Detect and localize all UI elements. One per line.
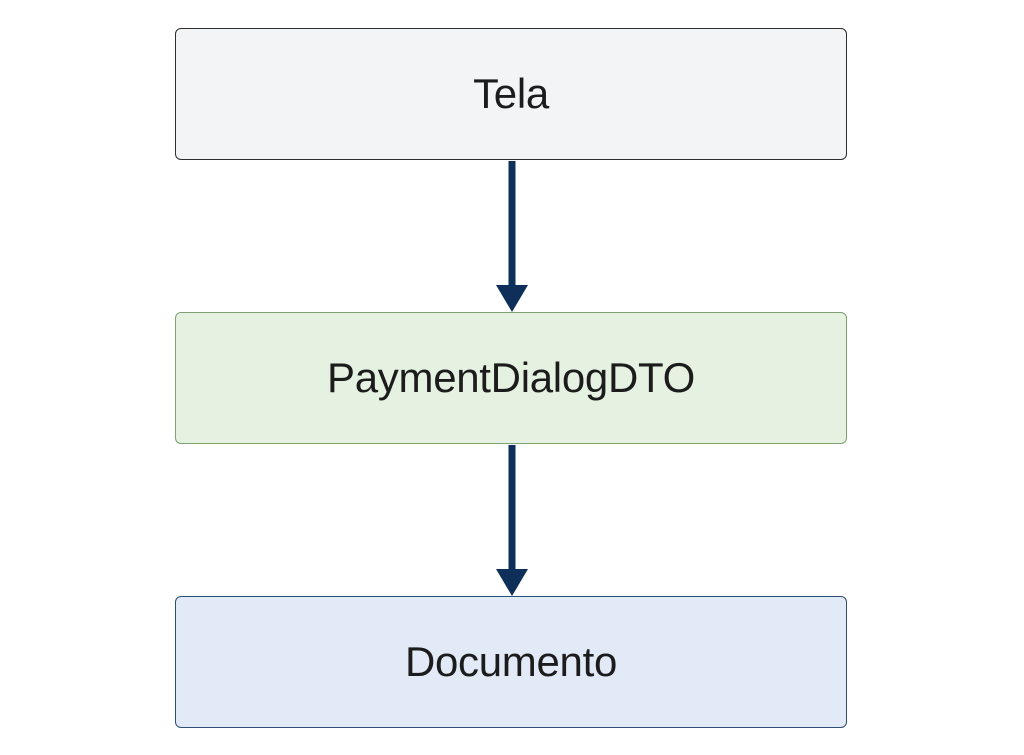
arrow-paymentdialogdto-to-documento bbox=[496, 445, 528, 596]
node-tela: Tela bbox=[175, 28, 847, 160]
node-label-documento: Documento bbox=[404, 638, 618, 685]
node-label-paymentdialogdto: PaymentDialogDTO bbox=[327, 354, 695, 401]
node-documento: Documento bbox=[175, 596, 847, 728]
arrow-tela-to-paymentdialogdto bbox=[496, 161, 528, 312]
node-paymentdialogdto: PaymentDialogDTO bbox=[175, 312, 847, 444]
node-label-tela: Tela bbox=[473, 70, 549, 117]
